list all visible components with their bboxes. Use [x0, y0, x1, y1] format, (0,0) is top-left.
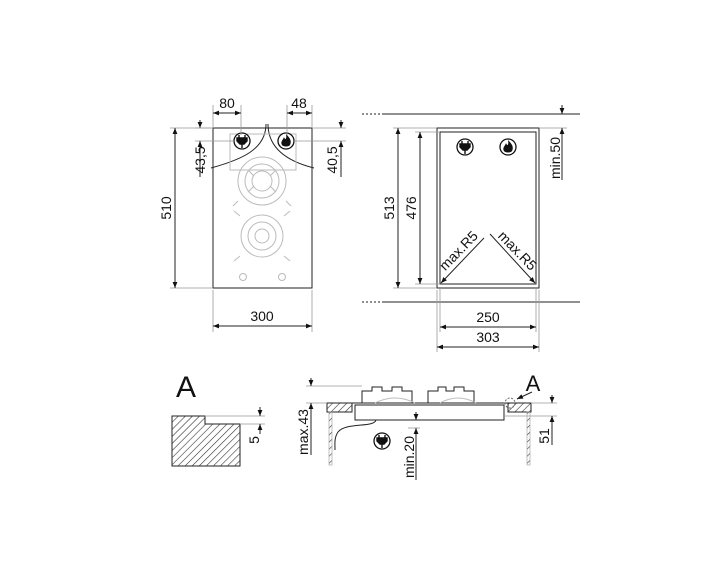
- dim-80: 80: [219, 95, 235, 111]
- hob-outline: [212, 127, 313, 289]
- detail-a-label: A: [176, 371, 196, 404]
- electric-plug-icon: [456, 138, 474, 156]
- dim-51: 51: [536, 428, 552, 444]
- dim-min-20: min.20: [401, 436, 417, 478]
- dim-510: 510: [158, 196, 174, 220]
- detail-a-reference: A: [526, 371, 541, 396]
- dim-476: 476: [403, 196, 419, 220]
- cutout-view: max.R5 max.R5 513 476 min.50 250 303: [362, 105, 580, 352]
- dim-513: 513: [381, 196, 397, 220]
- countertop-right: [507, 402, 532, 413]
- cable-curve-left: [210, 123, 267, 169]
- dim-min-50: min.50: [547, 137, 563, 179]
- cabinet-wall-left: [328, 411, 333, 466]
- countertop-left: [326, 402, 353, 413]
- burner-side-1: [361, 386, 413, 403]
- cutout-outer: [436, 127, 540, 289]
- dim-40-5: 40,5: [324, 146, 340, 173]
- burner-top: [232, 156, 292, 207]
- radius-left-label: max.R5: [436, 227, 481, 273]
- radius-right-label: max.R5: [495, 228, 540, 274]
- top-view: 80 48 43,5 40,5 510 300: [158, 95, 346, 332]
- electric-plug-icon: [233, 132, 251, 150]
- dim-250: 250: [476, 309, 500, 325]
- burner-side-2: [427, 386, 475, 403]
- cable-curve-right: [267, 123, 315, 169]
- dim-43-5: 43,5: [192, 146, 208, 173]
- knob-right: [278, 273, 286, 281]
- dim-5: 5: [246, 436, 262, 444]
- cutout-inner: [439, 131, 537, 285]
- detail-a: A 5: [171, 371, 265, 467]
- dim-48: 48: [291, 95, 307, 111]
- dim-max-43: max.43: [295, 409, 311, 455]
- hob-body: [354, 404, 505, 421]
- burner-bottom: [233, 210, 291, 262]
- dim-303: 303: [476, 329, 500, 345]
- cabinet-wall-right: [526, 411, 531, 466]
- electric-plug-icon: [373, 432, 391, 450]
- gas-flame-icon: [499, 138, 517, 156]
- side-view: A max.43 min.20 51: [295, 371, 557, 480]
- power-cable: [334, 419, 377, 451]
- knob-left: [239, 273, 247, 281]
- dim-300: 300: [250, 308, 274, 324]
- countertop-section: [171, 415, 241, 467]
- gas-flame-icon: [277, 132, 295, 150]
